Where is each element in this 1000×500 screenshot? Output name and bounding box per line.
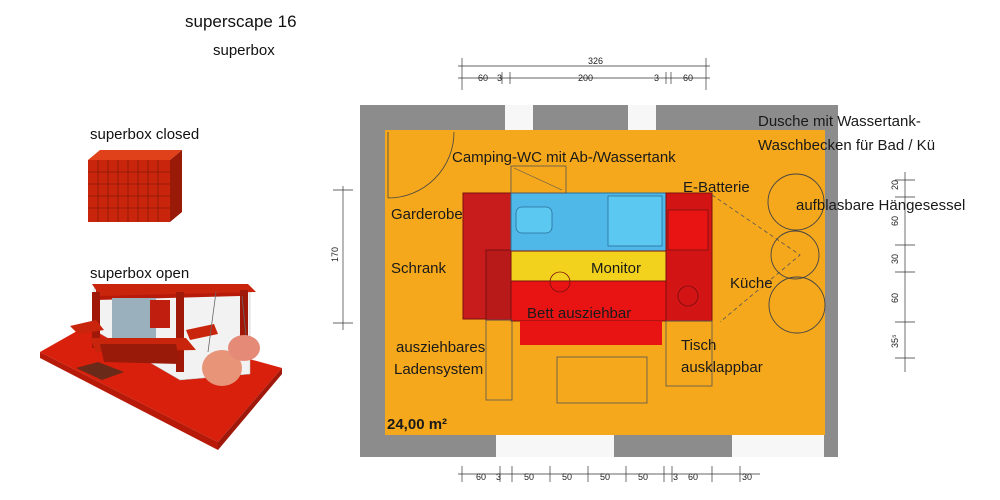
dim-top-0: 60 — [478, 73, 488, 83]
page-subtitle: superbox — [213, 42, 275, 59]
label-kitchen: Küche — [730, 275, 773, 292]
label-wc: Camping-WC mit Ab-/Wassertank — [452, 149, 676, 166]
monitor-block — [510, 250, 667, 282]
hanging-chair-1 — [767, 173, 825, 231]
floor-plan: Camping-WC mit Ab-/Wassertank Dusche mit… — [360, 105, 965, 457]
window-bottom-right — [732, 435, 824, 457]
hanging-chair-3 — [768, 276, 826, 334]
dim-bottom-2: 50 — [524, 472, 534, 482]
dim-bottom-1: 3 — [496, 472, 501, 482]
dim-top-4: 60 — [683, 73, 693, 83]
bed-block — [510, 280, 667, 322]
bed-pullout — [520, 321, 662, 345]
table-outline — [556, 356, 648, 404]
label-monitor: Monitor — [591, 260, 641, 277]
label-sink: Waschbecken für Bad / Kü — [758, 137, 935, 154]
dim-bottom-7: 60 — [688, 472, 698, 482]
wc-outline — [510, 165, 567, 194]
shelf-outline — [485, 319, 513, 401]
dim-top-1: 3 — [497, 73, 502, 83]
dim-right-1: 60 — [890, 216, 900, 226]
dim-bottom-5: 50 — [638, 472, 648, 482]
dimension-lines — [333, 58, 915, 482]
dim-right-0: 20 — [890, 180, 900, 190]
area-label: 24,00 m² — [387, 416, 447, 433]
label-shelf-line1: ausziehbares — [396, 339, 485, 356]
dim-total-top: 326 — [588, 56, 603, 66]
kitchen-swing — [711, 194, 801, 323]
tisch-outline — [665, 320, 713, 387]
dim-bottom-6: 3 — [673, 472, 678, 482]
label-chair: aufblasbare Hängesessel — [796, 197, 965, 214]
label-wardrobe: Garderobe — [391, 206, 463, 223]
label-table-line1: Tisch — [681, 337, 716, 354]
label-battery: E-Batterie — [683, 179, 750, 196]
hanging-chair-2 — [770, 230, 820, 280]
superbox-closed-illustration — [88, 150, 182, 222]
dim-bottom-8: 30 — [742, 472, 752, 482]
label-shower: Dusche mit Wassertank- — [758, 113, 921, 130]
dim-top-2: 200 — [578, 73, 593, 83]
dim-left: 170 — [330, 247, 340, 262]
dim-bottom-3: 50 — [562, 472, 572, 482]
cupboard-block — [485, 249, 513, 321]
dim-bottom-0: 60 — [476, 472, 486, 482]
dim-right-2: 30 — [890, 254, 900, 264]
door-arc — [387, 131, 455, 199]
superbox-open-label: superbox open — [90, 265, 190, 282]
superbox-closed-label: superbox closed — [90, 126, 200, 143]
label-table-line2: ausklappbar — [681, 359, 763, 376]
label-cupboard: Schrank — [391, 260, 447, 277]
page-title: superscape 16 — [185, 12, 297, 31]
dim-right-3: 60 — [890, 293, 900, 303]
superbox-open-illustration — [40, 284, 282, 450]
dim-bottom-4: 50 — [600, 472, 610, 482]
label-shelf-line2: Ladensystem — [394, 361, 483, 378]
dim-top-3: 3 — [654, 73, 659, 83]
window-top-right — [628, 105, 656, 130]
window-top-left — [505, 105, 533, 130]
dim-right-4: 35⁵ — [890, 334, 900, 348]
window-bottom-left — [496, 435, 614, 457]
label-bed: Bett ausziehbar — [527, 305, 631, 322]
